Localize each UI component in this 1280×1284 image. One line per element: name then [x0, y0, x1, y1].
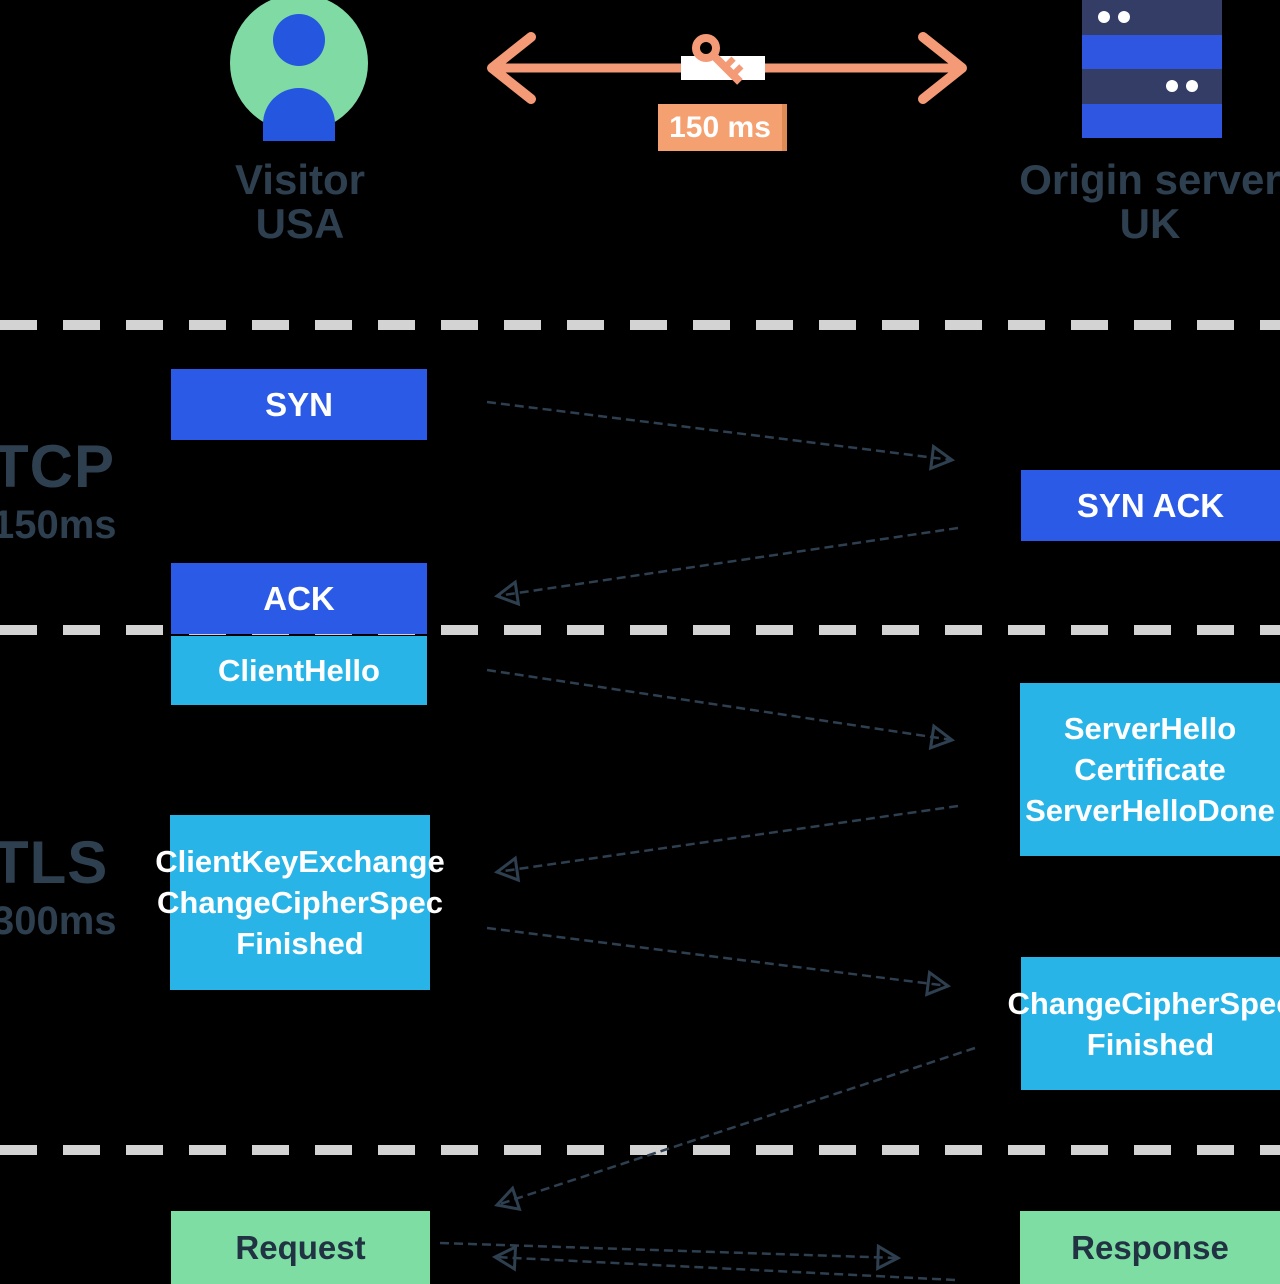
message-line: ServerHelloDone [1025, 793, 1275, 828]
arrow-request [439, 1241, 902, 1271]
server-label: Origin server UK [1010, 158, 1280, 246]
server-led [1186, 80, 1198, 92]
latency-arrow [487, 32, 967, 104]
message-line: Certificate [1074, 752, 1226, 787]
arrow-syn-ack [493, 526, 959, 607]
separator-top [0, 320, 1280, 330]
phase-tls: TLS 300ms [0, 828, 117, 944]
key-icon [692, 34, 744, 85]
message-line: ChangeCipherSpec [157, 885, 443, 920]
message-line: Finished [1086, 1026, 1215, 1062]
client-location: USA [255, 200, 345, 247]
separator-tcp-tls [0, 625, 1280, 635]
person-avatar-icon [230, 0, 368, 141]
phase-tcp-title: TCP [0, 433, 115, 500]
arrow-response [491, 1244, 956, 1282]
phase-tls-title: TLS [0, 829, 109, 896]
phase-tcp: TCP 150ms [0, 432, 117, 548]
client-label: Visitor USA [190, 158, 410, 246]
message-box-server-hello: ServerHello Certificate ServerHelloDone [1020, 683, 1280, 856]
server-led [1098, 11, 1110, 23]
phase-tls-duration: 300ms [0, 899, 117, 943]
message-box-client-key-exchange: ClientKeyExchange ChangeCipherSpec Finis… [155, 815, 445, 990]
server-location: UK [1119, 200, 1181, 247]
arrow-client-hello [486, 668, 956, 751]
message-box-change-cipher-spec: ChangeCipherSpec Finished [1008, 957, 1280, 1090]
separator-tls-http [0, 1145, 1280, 1155]
message-line: ChangeCipherSpec [1007, 985, 1280, 1021]
arrow-client-key-exchange [486, 926, 952, 997]
message-line: ServerHello [1063, 711, 1237, 746]
avatar-head [273, 14, 325, 66]
server-led [1118, 11, 1130, 23]
message-box-syn-ack: SYN ACK [1021, 470, 1280, 541]
arrow-server-hello [493, 804, 959, 883]
arrow-change-cipher-spec [494, 1046, 976, 1212]
latency-badge: 150 ms [658, 104, 787, 151]
client-name: Visitor [235, 156, 365, 203]
message-box-syn: SYN [171, 369, 427, 440]
server-name: Origin server [1019, 156, 1280, 203]
message-line: Finished [236, 926, 364, 961]
message-line: ClientKeyExchange [155, 844, 445, 879]
server-led [1166, 80, 1178, 92]
phase-tcp-duration: 150ms [0, 503, 117, 547]
arrow-syn [486, 400, 956, 471]
message-box-ack: ACK [171, 563, 427, 634]
server-icon [1082, 0, 1222, 138]
message-box-response: Response [1020, 1211, 1280, 1284]
message-box-request: Request [171, 1211, 430, 1284]
avatar-body [263, 88, 335, 141]
message-box-client-hello: ClientHello [171, 636, 427, 705]
